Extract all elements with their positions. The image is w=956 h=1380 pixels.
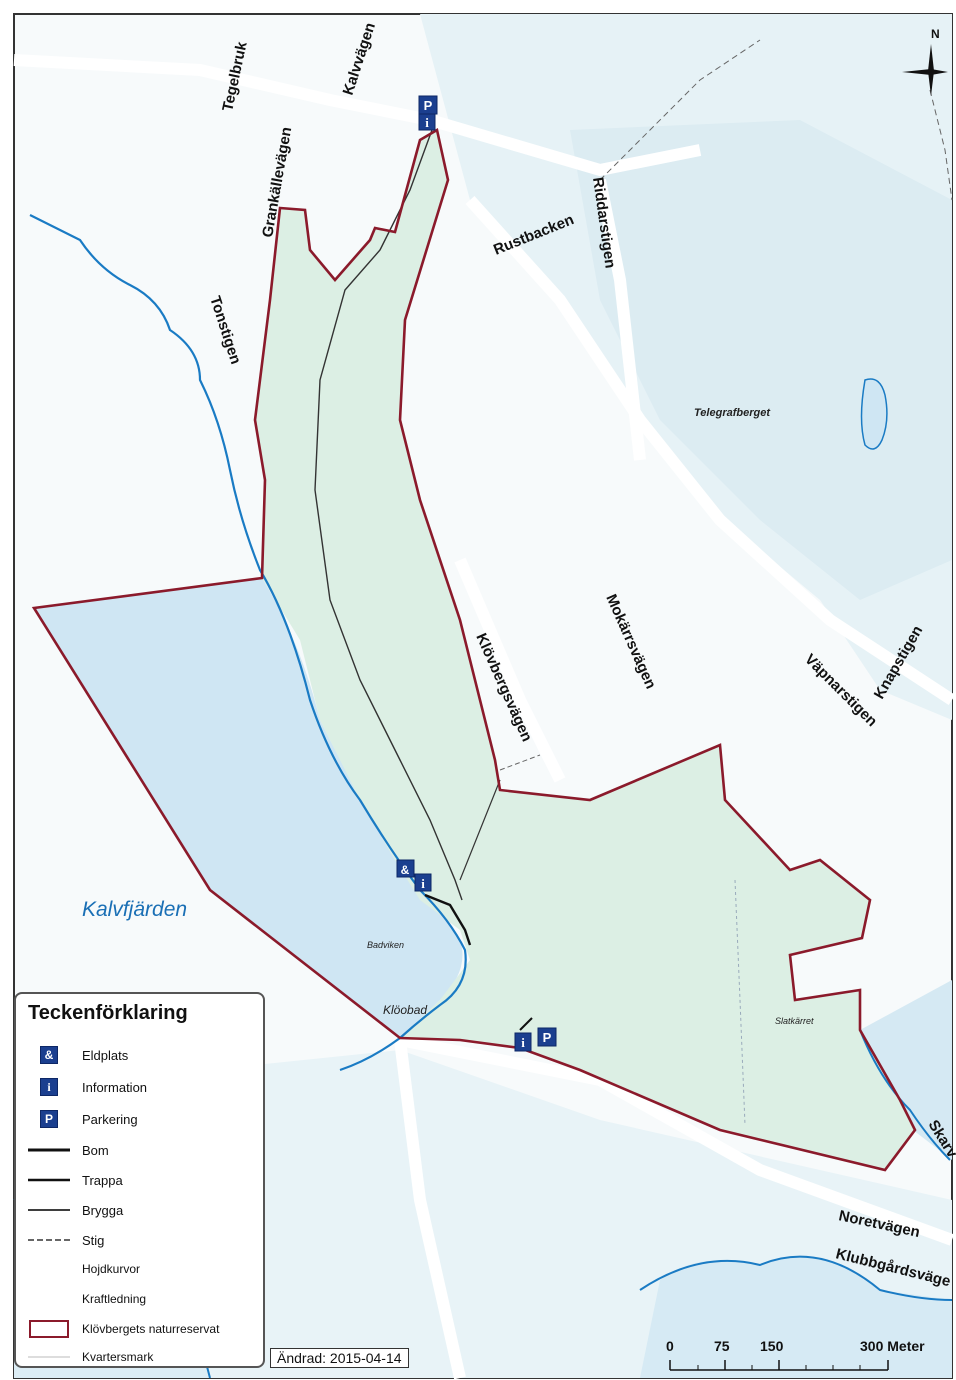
parking-icon[interactable]: P <box>537 1027 557 1047</box>
place-label-telegrafberget: Telegrafberget <box>694 407 771 419</box>
legend-label: Information <box>82 1079 148 1095</box>
parking-icon-box <box>537 1027 557 1047</box>
fire-icon-box <box>396 859 415 878</box>
info-icon: i <box>40 1078 58 1096</box>
place-label-badviken: Badviken <box>367 940 404 950</box>
legend-title: Teckenförklaring <box>28 1002 188 1024</box>
line-medium-symbol <box>28 1209 70 1211</box>
reserve-boundary <box>31 127 917 1172</box>
legend-label: Kraftledning <box>82 1292 147 1306</box>
north-arrow: N <box>902 27 948 96</box>
info-icon[interactable]: i <box>414 873 432 892</box>
legend-item-trappa: Trappa <box>26 1169 123 1191</box>
scale-ruler <box>669 1360 889 1371</box>
info-icon-letter: i <box>421 876 425 891</box>
line-thick-symbol <box>28 1178 70 1182</box>
legend-label: Trappa <box>82 1172 123 1188</box>
road-riddarstigen <box>594 178 646 461</box>
legend-label: Stig <box>82 1232 105 1248</box>
scale-tick-label: 0 <box>666 1338 674 1354</box>
legend-label: Kvartersmark <box>82 1350 154 1364</box>
place-label-kloobad: Klöobad <box>383 1003 427 1017</box>
small-lake <box>860 378 888 450</box>
place-label-slatkarret: Slatkärret <box>775 1016 814 1026</box>
info-icon[interactable]: i <box>418 113 436 131</box>
legend-item-eldplats: & Eldplats <box>26 1044 128 1066</box>
shoreline-stream <box>29 214 467 1072</box>
legend-item-stig: Stig <box>26 1229 104 1251</box>
reserve-box-symbol <box>29 1320 69 1338</box>
legend-label: Brygga <box>82 1202 124 1218</box>
parking-icon-letter: P <box>424 98 433 113</box>
scale-tick-label: 150 <box>760 1338 784 1354</box>
info-icon-letter: i <box>425 115 429 130</box>
parking-icon: P <box>40 1110 58 1128</box>
north-arrow-label: N <box>931 27 940 41</box>
fire-icon: & <box>40 1046 58 1064</box>
fire-icon-glyph: & <box>401 863 410 877</box>
legend-item-hojdkurvor: Hojdkurvor <box>26 1258 140 1280</box>
fire-icon[interactable]: & <box>396 859 415 878</box>
bom-barrier <box>424 893 472 946</box>
line-faint-symbol <box>28 1356 70 1358</box>
road-north <box>13 54 702 177</box>
water-east <box>860 980 952 1160</box>
stig-dashed-east <box>929 89 953 201</box>
scale-bar: 0 75 150 300 Meter <box>664 1338 944 1378</box>
legend-label: Parkering <box>82 1111 138 1127</box>
info-icon-box <box>414 873 432 892</box>
stream-southeast <box>639 1255 953 1301</box>
legend-item-kvartersmark: Kvartersmark <box>26 1346 153 1368</box>
legend-item-brygga: Brygga <box>26 1199 123 1221</box>
legend-item-information: i Information <box>26 1076 147 1098</box>
road-noretvagen <box>398 1034 955 1246</box>
scale-tick-label: 300 Meter <box>860 1338 925 1354</box>
stig-dashed-link <box>499 754 541 771</box>
info-icon[interactable]: i <box>514 1032 532 1052</box>
terrain-area-telegrafberget <box>570 120 952 600</box>
road-south <box>394 1039 466 1380</box>
road-klovbergsvagen <box>454 557 566 783</box>
line-dashed-symbol <box>28 1239 70 1241</box>
parking-icon-letter: P <box>543 1030 552 1045</box>
place-label-kalvfjarden: Kalvfjärden <box>82 898 187 921</box>
trail-north-south <box>314 129 463 901</box>
reserve-area <box>255 130 915 1170</box>
map-legend: Teckenförklaring & Eldplats i Informatio… <box>14 992 265 1368</box>
north-arrow-crossbar <box>902 69 948 75</box>
scale-tick-label: 75 <box>714 1338 730 1354</box>
legend-label: Hojdkurvor <box>82 1262 141 1276</box>
info-icon-box <box>514 1032 532 1052</box>
line-thick-symbol <box>28 1148 70 1152</box>
legend-label: Eldplats <box>82 1047 129 1063</box>
legend-item-kraftledning: Kraftledning <box>26 1288 146 1310</box>
legend-item-bom: Bom <box>26 1139 109 1161</box>
trail-east-link <box>459 779 501 881</box>
parking-icon[interactable]: P <box>418 95 438 115</box>
legend-item-parkering: P Parkering <box>26 1108 138 1130</box>
legend-label: Bom <box>82 1142 109 1158</box>
water-southeast <box>640 1256 952 1378</box>
legend-item-reserve: Klövbergets naturreservat <box>26 1318 219 1340</box>
changed-date: Ändrad: 2015-04-14 <box>270 1348 409 1368</box>
bom-barrier-south <box>519 1017 533 1031</box>
road-network <box>13 54 956 1380</box>
water-kalvfjarden <box>34 578 463 1038</box>
legend-label: Klövbergets naturreservat <box>82 1322 220 1336</box>
road-main-curve <box>465 195 956 706</box>
stream-east <box>859 1029 951 1161</box>
stig-dashed-slatkarret <box>734 879 746 1126</box>
info-icon-box <box>418 113 436 131</box>
info-icon-letter: i <box>521 1035 525 1050</box>
